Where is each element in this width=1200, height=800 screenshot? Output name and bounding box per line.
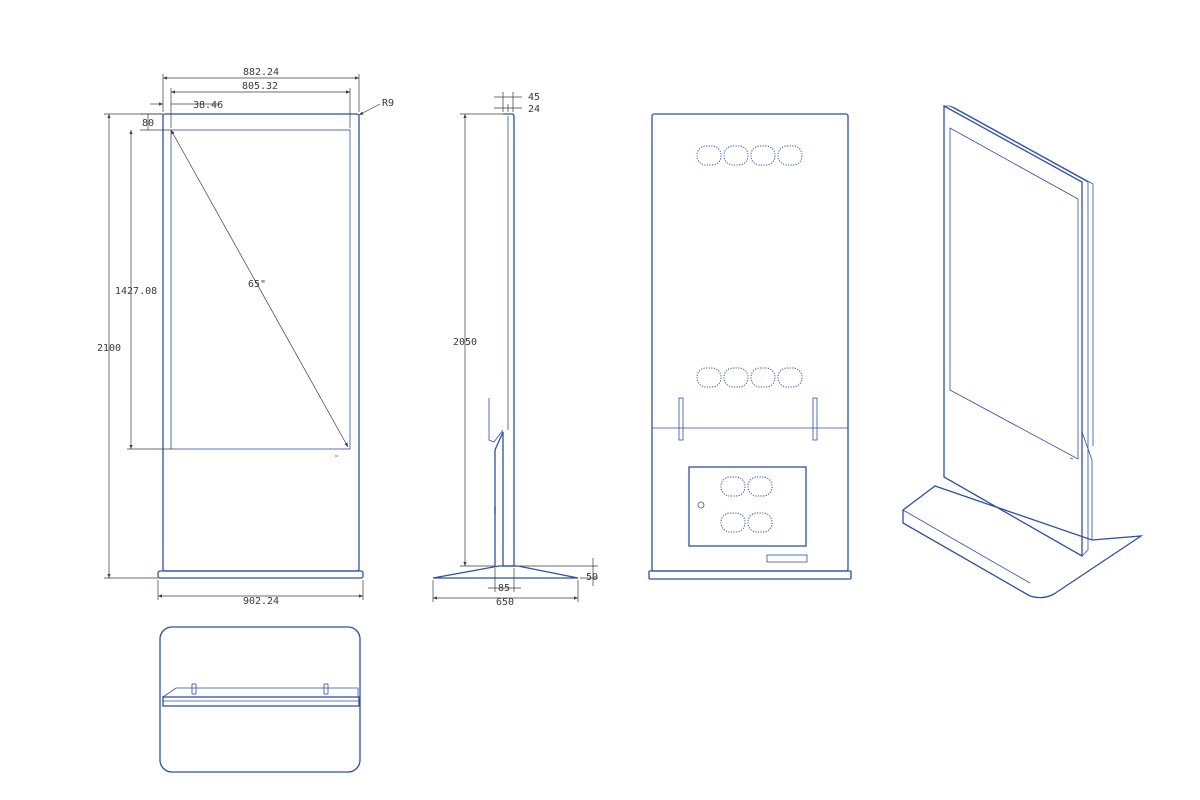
speaker-grille-cell — [723, 145, 749, 166]
service-panel — [688, 466, 808, 563]
back-brackets — [678, 397, 818, 441]
side-bracket — [488, 398, 504, 443]
lower-speaker-grille — [696, 367, 803, 388]
speaker-grille-cell — [696, 145, 722, 166]
io-port-slot — [766, 554, 808, 563]
side-base-foot — [432, 565, 579, 579]
upper-speaker-grille — [696, 145, 803, 166]
dim-diagonal-label: 65" — [248, 279, 266, 290]
speaker-grille-cell — [696, 367, 722, 388]
side-panel-outline — [494, 113, 515, 567]
dim-radius-leader — [358, 103, 381, 116]
dim-screen-height-label: 1427.08 — [115, 286, 157, 297]
service-grille-cell — [747, 512, 773, 533]
side-view: 45 24 2050 50 85 650 — [432, 92, 598, 608]
speaker-grille-cell — [777, 145, 803, 166]
front-view: 882.24 805.32 38.46 R9 80 1427.08 2100 6… — [97, 67, 394, 607]
iso-screen-area — [949, 127, 1079, 460]
speaker-grille-cell — [750, 145, 776, 166]
dim-overall-height-label: 2100 — [97, 343, 121, 354]
back-body-outline — [651, 113, 849, 572]
speaker-grille-cell — [723, 367, 749, 388]
isometric-view — [902, 104, 1144, 599]
dim-base-depth-label: 650 — [496, 597, 514, 608]
iso-body-edge-1 — [944, 105, 1089, 557]
back-base-plate — [648, 570, 852, 580]
dim-radius-label: R9 — [382, 98, 394, 109]
service-grille-cell — [747, 476, 773, 497]
iso-base-edge — [902, 509, 1031, 584]
dim-screen-width-label: 805.32 — [242, 81, 278, 92]
iso-body-outline — [943, 104, 1083, 558]
dim-top-margin-label: 80 — [142, 118, 154, 129]
dim-screen-thickness-label: 24 — [528, 104, 540, 115]
top-base-outline — [159, 626, 361, 773]
service-panel-outline — [688, 466, 807, 547]
top-view — [159, 626, 361, 773]
top-bracket-rail — [162, 687, 359, 698]
service-grille-cell — [720, 512, 746, 533]
iso-body-edge-2 — [949, 105, 1094, 446]
dim-side-height-label: 2050 — [453, 337, 477, 348]
top-bracket-right — [323, 683, 329, 695]
speaker-grille-cell — [750, 367, 776, 388]
panel-lock-icon — [697, 501, 705, 509]
iso-sensor-mark — [1069, 457, 1074, 460]
dim-overall-width-label: 882.24 — [243, 67, 279, 78]
service-grille-cell — [720, 476, 746, 497]
front-body-outline — [162, 113, 360, 572]
front-screen-diagonal — [170, 129, 349, 448]
dim-top-thickness-label: 45 — [528, 92, 540, 103]
dim-column-depth-label: 85 — [498, 583, 510, 594]
top-panel-outline — [162, 696, 360, 707]
iso-base-plate — [902, 485, 1144, 599]
dim-base-height-label: 50 — [586, 572, 598, 583]
back-bracket-right — [812, 397, 818, 441]
front-base-plate — [157, 570, 364, 579]
dim-base-width-label: 902.24 — [243, 596, 279, 607]
iso-column-side — [1081, 431, 1142, 541]
back-bracket-left — [678, 397, 684, 441]
dim-side-margin-label: 38.46 — [193, 100, 223, 111]
back-view — [648, 113, 852, 580]
top-bracket-left — [191, 683, 197, 695]
speaker-grille-cell — [777, 367, 803, 388]
